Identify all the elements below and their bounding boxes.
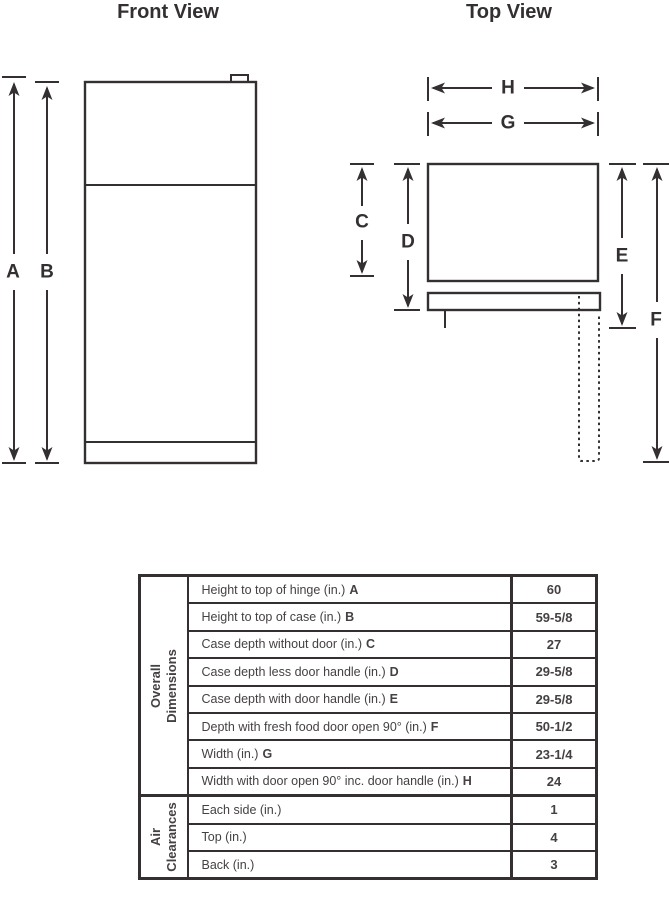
- row-letter: F: [430, 719, 439, 734]
- row-value: 4: [510, 822, 598, 852]
- row-label: Width (in.)G: [186, 739, 513, 769]
- row-letter: C: [366, 637, 376, 652]
- row-label: Height to top of hinge (in.)A: [186, 574, 513, 605]
- row-label: Case depth less door handle (in.)D: [186, 657, 513, 687]
- table-row: Overall Dimensions Height to top of hing…: [138, 574, 598, 797]
- row-letter: G: [262, 747, 273, 762]
- row-value: 27: [510, 629, 598, 660]
- table-row: Case depth without door (in.)C 27: [140, 629, 598, 660]
- row-value: 1: [510, 794, 598, 825]
- row-value: 29-5/8: [510, 684, 598, 714]
- row-label: Depth with fresh food door open 90° (in.…: [186, 711, 513, 742]
- row-label: Back (in.): [186, 849, 513, 880]
- row-label: Width with door open 90° inc. door handl…: [186, 766, 513, 797]
- table-row: Back (in.) 3: [140, 849, 598, 880]
- table-row: Width (in.)G 23-1/4: [140, 739, 598, 769]
- section-header-line: Overall: [147, 663, 163, 708]
- row-value: 59-5/8: [510, 602, 598, 632]
- table-row: Depth with fresh food door open 90° (in.…: [140, 711, 598, 742]
- dim-label-g: G: [500, 112, 516, 134]
- row-value: 24: [510, 766, 598, 797]
- dimension-h-arrow: [427, 77, 599, 101]
- table-row: Top (in.) 4: [140, 822, 598, 852]
- row-letter: H: [462, 774, 472, 789]
- dimension-d-arrow: [394, 163, 420, 311]
- dim-label-e: E: [615, 245, 629, 267]
- row-letter: A: [349, 582, 359, 597]
- table-row: Case depth with door handle (in.)E 29-5/…: [140, 684, 598, 714]
- section-header-line: Air: [147, 828, 163, 847]
- dimension-e-arrow: [609, 163, 636, 329]
- row-label: Each side (in.): [186, 794, 513, 825]
- front-view-title: Front View: [117, 1, 219, 23]
- door-open-90-dashed-outline: [578, 296, 600, 462]
- row-label: Height to top of case (in.)B: [186, 602, 513, 632]
- row-value: 50-1/2: [510, 711, 598, 742]
- dimension-a-arrow: [2, 76, 26, 464]
- section-header-overall-dimensions: Overall Dimensions: [138, 574, 189, 797]
- section-header-line: Clearances: [163, 802, 179, 872]
- row-value: 29-5/8: [510, 657, 598, 687]
- row-value: 60: [510, 574, 598, 605]
- dim-label-a: A: [6, 261, 20, 283]
- dim-label-c: C: [355, 211, 369, 233]
- row-label: Top (in.): [186, 822, 513, 852]
- row-value: 23-1/4: [510, 739, 598, 769]
- dimension-g-arrow: [427, 112, 599, 136]
- section-header-line: Dimensions: [163, 648, 179, 723]
- row-letter: B: [345, 610, 355, 625]
- dim-label-h: H: [501, 77, 515, 99]
- dimension-b-arrow: [35, 81, 59, 464]
- row-label: Case depth without door (in.)C: [186, 629, 513, 660]
- table-row: Air Clearances Each side (in.) 1: [138, 794, 598, 880]
- dim-label-f: F: [650, 309, 662, 331]
- row-letter: E: [389, 692, 398, 707]
- door-top-outline: [426, 291, 602, 312]
- top-view-title: Top View: [466, 1, 552, 23]
- front-view-diagram: [2, 74, 258, 465]
- table-row: Width with door open 90° inc. door handl…: [140, 766, 598, 797]
- table-row: Height to top of case (in.)B 59-5/8: [140, 602, 598, 632]
- dimension-diagrams: [2, 74, 669, 465]
- hinge-cap: [230, 74, 249, 83]
- row-letter: D: [389, 664, 399, 679]
- case-top-outline: [426, 162, 600, 283]
- dimension-f-arrow: [643, 163, 669, 463]
- dim-label-b: B: [40, 261, 54, 283]
- dimension-c-arrow: [350, 163, 374, 277]
- table-row: Case depth less door handle (in.)D 29-5/…: [140, 657, 598, 687]
- row-value: 3: [510, 849, 598, 880]
- section-header-air-clearances: Air Clearances: [138, 794, 189, 880]
- row-label: Case depth with door handle (in.)E: [186, 684, 513, 714]
- dimensions-spec-table: Overall Dimensions Height to top of hing…: [138, 574, 598, 881]
- dim-label-d: D: [401, 231, 415, 253]
- top-view-diagram: [350, 77, 669, 463]
- fridge-case-outline: [83, 80, 258, 465]
